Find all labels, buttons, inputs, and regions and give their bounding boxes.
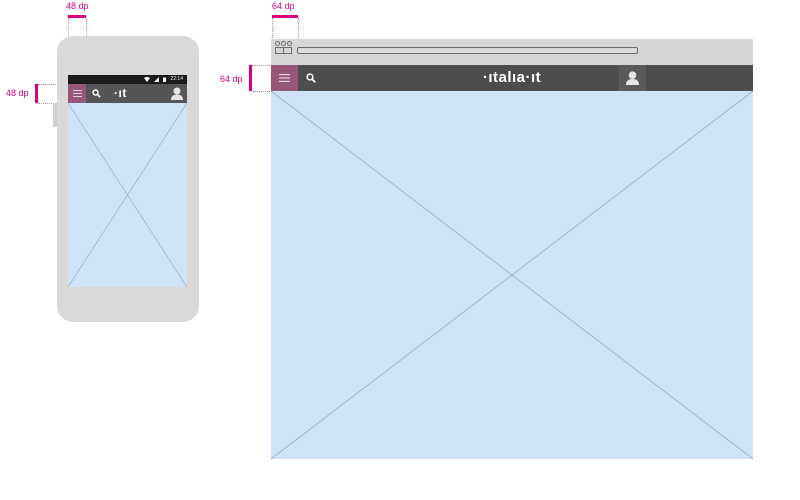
- window-dot-1[interactable]: [275, 41, 280, 46]
- mobile-height-guide-top: [38, 84, 68, 85]
- desktop-content-placeholder: [271, 91, 753, 459]
- desktop-search-button[interactable]: [298, 65, 324, 91]
- mobile-status-bar: 22:14: [68, 75, 187, 84]
- mobile-content-placeholder: [68, 103, 187, 287]
- mobile-app-bar: ·ıt: [68, 84, 187, 103]
- user-icon: [171, 87, 183, 100]
- wifi-icon: [144, 77, 151, 82]
- browser-chrome: [271, 39, 753, 65]
- desktop-width-guide-right: [298, 18, 299, 40]
- desktop-height-marker: [249, 65, 252, 91]
- mobile-search-button[interactable]: [86, 84, 106, 103]
- search-icon: [91, 89, 101, 98]
- window-dot-2[interactable]: [281, 41, 286, 46]
- desktop-brand-logo[interactable]: ·ıtalıa·ıt: [482, 69, 542, 86]
- mobile-width-marker: [68, 15, 86, 18]
- menu-icon: [72, 90, 82, 97]
- mobile-width-label: 48 dp: [66, 1, 89, 11]
- window-dot-3[interactable]: [287, 41, 292, 46]
- placeholder-cross: [68, 103, 187, 287]
- user-icon: [626, 71, 639, 85]
- mobile-brand-logo[interactable]: ·ıt: [114, 86, 127, 100]
- menu-icon: [279, 74, 290, 82]
- desktop-height-label: 64 dp: [220, 74, 243, 84]
- mobile-width-guide-left: [68, 18, 69, 36]
- mobile-width-guide-right: [86, 18, 87, 36]
- search-icon: [306, 73, 316, 83]
- desktop-width-guide-left: [272, 18, 273, 40]
- desktop-user-button[interactable]: [619, 65, 646, 91]
- battery-icon: [163, 77, 167, 82]
- desktop-height-guide-bottom: [252, 91, 272, 92]
- phone-side-button: [53, 103, 57, 127]
- mobile-user-button[interactable]: [167, 84, 187, 103]
- desktop-width-marker: [272, 15, 298, 18]
- desktop-width-label: 64 dp: [272, 1, 295, 11]
- address-bar[interactable]: [297, 47, 638, 54]
- desktop-menu-button[interactable]: [271, 65, 298, 91]
- browser-tab-box[interactable]: [275, 47, 292, 54]
- mobile-height-label: 48 dp: [6, 88, 29, 98]
- mobile-height-marker: [35, 84, 38, 103]
- placeholder-cross: [271, 91, 753, 459]
- mobile-menu-button[interactable]: [68, 84, 86, 103]
- signal-icon: [154, 77, 160, 82]
- desktop-app-bar: ·ıtalıa·ıt: [271, 65, 753, 91]
- desktop-height-guide-top: [252, 65, 272, 66]
- mobile-status-time: 22:14: [170, 76, 183, 82]
